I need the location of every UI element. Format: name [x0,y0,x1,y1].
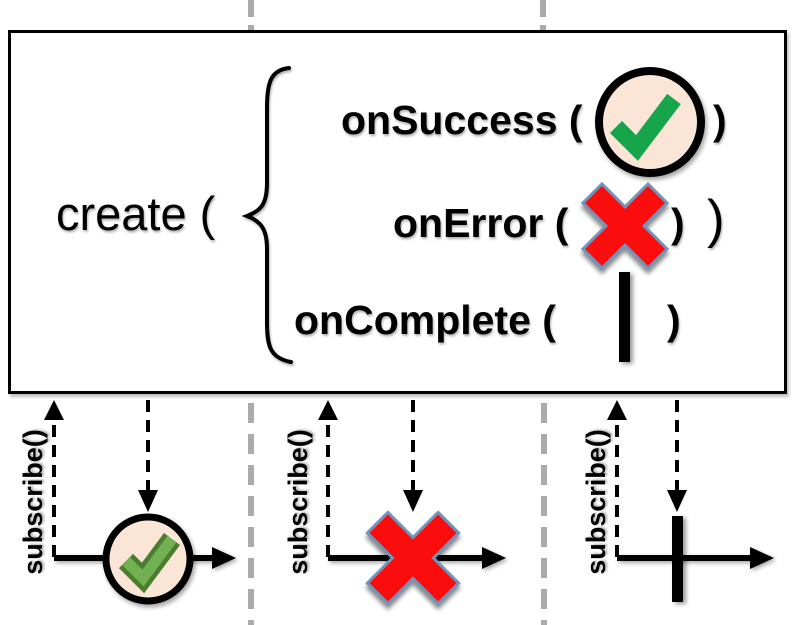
success-check-circle-icon [102,513,194,605]
on-complete-label: onComplete ( [294,297,556,343]
subscribe-label-success: subscribe() [18,429,48,575]
emit-down-arrowhead [403,490,423,512]
error-x-icon [580,181,670,271]
success-check-circle-icon [595,67,705,177]
complete-bar-icon [672,516,683,602]
timeline-complete [607,400,774,602]
emit-down-arrowhead [138,490,158,512]
on-complete-close-paren: ) [667,297,681,343]
timeline-error [318,400,506,606]
complete-bar-icon [619,272,630,362]
on-success-close-paren: ) [713,97,727,143]
on-error-close-paren: ) [671,200,685,246]
subscribe-up-arrowhead [44,400,64,420]
curly-brace-icon [241,66,293,364]
subscribe-label-error: subscribe() [283,429,313,575]
timeline-success [44,400,236,605]
create-outer-close-paren: ) [707,190,725,249]
subscribe-up-arrowhead [607,400,627,420]
error-x-icon [365,510,461,606]
timeline-arrow [617,547,774,569]
subscribe-up-arrowhead [318,400,338,420]
on-success-label: onSuccess ( [341,97,583,143]
subscribe-label-complete: subscribe() [581,429,611,575]
create-function-label: create ( [56,187,216,240]
emit-down-arrowhead [667,490,687,512]
on-error-label: onError ( [393,200,569,246]
